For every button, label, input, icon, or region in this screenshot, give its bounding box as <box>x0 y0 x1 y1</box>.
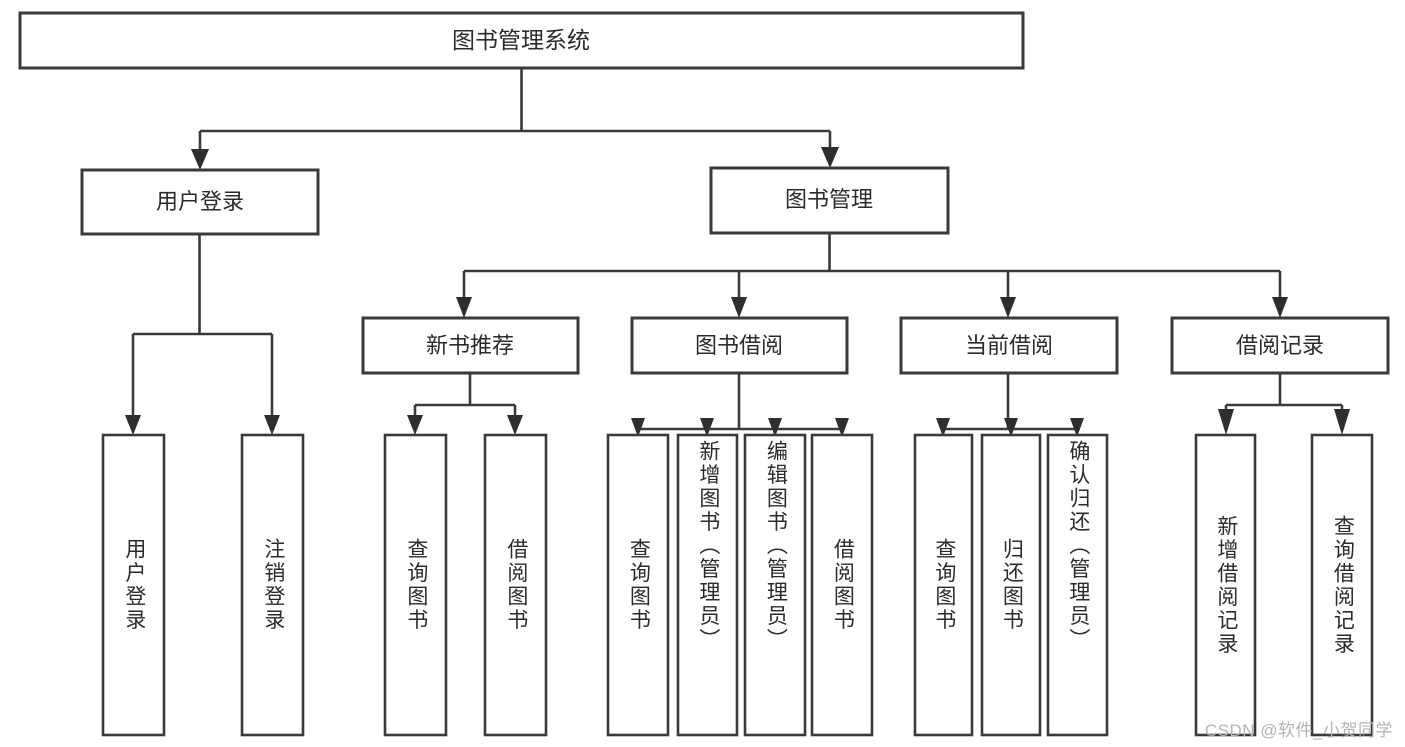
node-book-management-label: 图书管理 <box>785 187 873 212</box>
node-book-borrow-box[interactable] <box>630 316 849 375</box>
arrow-head-borrow <box>731 297 747 318</box>
node-new-book-recommend-box[interactable] <box>361 316 580 375</box>
node-root[interactable]: 图书管理系统 <box>18 11 1025 70</box>
node-book-management-box[interactable] <box>709 166 950 235</box>
arrow-head-newbook-query <box>407 415 423 435</box>
connector-layer <box>125 68 1350 437</box>
leaf-box-user-login[interactable] <box>101 433 166 737</box>
arrow-head-newbook <box>456 297 472 318</box>
arrow-head-leaf-logout <box>264 415 280 435</box>
node-layer: 图书管理系统 用户登录 图书管理 新书推荐 图书借阅 当前 <box>18 11 1390 737</box>
leaf-box-query-borrow-record[interactable] <box>1310 433 1374 737</box>
arrow-head-borrow-add <box>700 418 714 437</box>
leaf-box-borrow-book-new[interactable] <box>483 433 548 737</box>
arrow-head-book-mgmt <box>821 147 839 168</box>
node-borrow-record[interactable]: 借阅记录 <box>1170 316 1390 375</box>
leaf-box-confirm-return-admin[interactable] <box>1046 433 1109 737</box>
arrow-head-user-login <box>191 149 209 170</box>
node-current-borrow[interactable]: 当前借阅 <box>899 316 1119 375</box>
node-book-management[interactable]: 图书管理 <box>709 166 950 235</box>
arrow-head-borrow-edit <box>768 418 782 437</box>
leaf-box-query-book-new[interactable] <box>383 433 448 737</box>
node-root-box[interactable] <box>18 11 1025 70</box>
node-user-login-label: 用户登录 <box>156 189 244 214</box>
node-user-login[interactable]: 用户登录 <box>80 168 320 236</box>
leaf-box-query-book-current[interactable] <box>913 433 974 737</box>
leaf-box-borrow-book[interactable] <box>810 433 874 737</box>
leaf-box-edit-book-admin[interactable] <box>743 433 807 737</box>
node-new-book-recommend[interactable]: 新书推荐 <box>361 316 580 375</box>
csdn-watermark: CSDN @软件_小贺同学 <box>1204 721 1393 740</box>
node-new-book-recommend-label: 新书推荐 <box>426 333 514 358</box>
node-borrow-record-label: 借阅记录 <box>1236 333 1324 358</box>
arrow-head-leaf-user-login <box>125 415 141 435</box>
arrow-head-current-confirm <box>1070 418 1084 437</box>
arrow-head-record-add <box>1218 409 1234 435</box>
node-root-label: 图书管理系统 <box>452 27 590 53</box>
leaf-box-return-book[interactable] <box>980 433 1042 737</box>
node-current-borrow-label: 当前借阅 <box>965 333 1053 358</box>
arrow-head-current-query <box>936 418 950 437</box>
arrow-head-record <box>1272 297 1288 318</box>
node-current-borrow-box[interactable] <box>899 316 1119 375</box>
node-user-login-box[interactable] <box>80 168 320 236</box>
arrow-head-current-return <box>1004 418 1018 437</box>
node-book-borrow[interactable]: 图书借阅 <box>630 316 849 375</box>
arrow-head-newbook-borrow <box>507 415 523 435</box>
leaf-box-query-book-borrow[interactable] <box>606 433 670 737</box>
arrow-head-borrow-query <box>631 418 645 437</box>
arrow-head-record-query <box>1334 409 1350 435</box>
leaf-box-add-borrow-record[interactable] <box>1194 433 1257 737</box>
leaf-box-logout[interactable] <box>240 433 305 737</box>
node-borrow-record-box[interactable] <box>1170 316 1390 375</box>
arrow-head-borrow-lend <box>835 418 849 437</box>
node-book-borrow-label: 图书借阅 <box>695 333 783 358</box>
leaf-box-add-book-admin[interactable] <box>676 433 739 737</box>
arrow-head-current <box>1000 297 1016 318</box>
